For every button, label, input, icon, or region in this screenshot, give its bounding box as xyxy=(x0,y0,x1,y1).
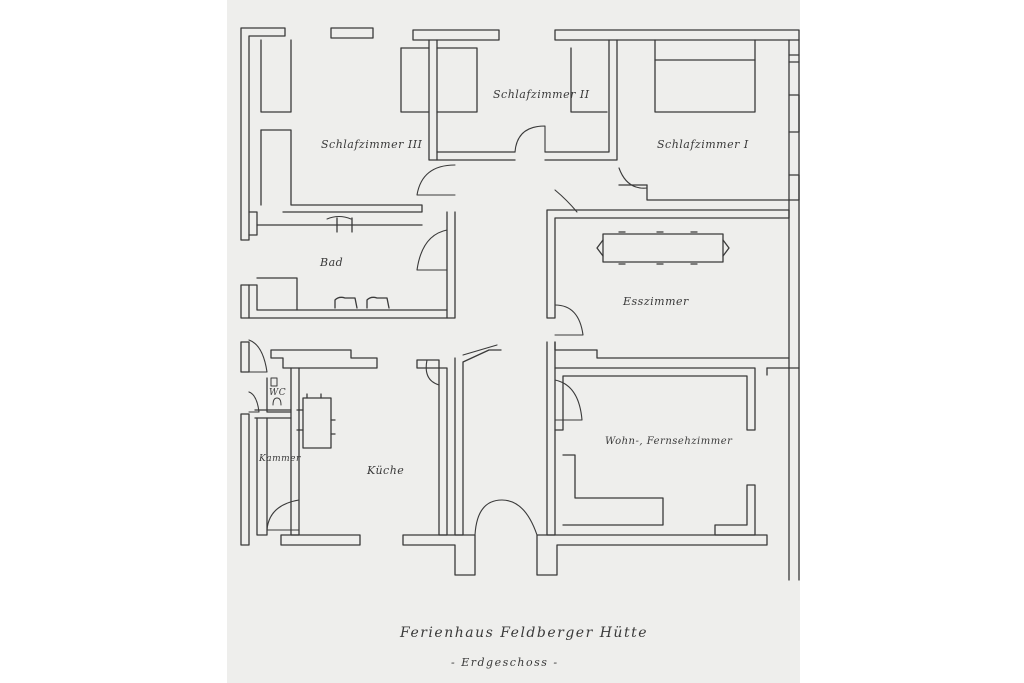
door-swings xyxy=(248,125,648,536)
interior-walls xyxy=(248,39,800,536)
room-label-wohnzimmer: Wohn-, Fernsehzimmer xyxy=(605,436,733,447)
room-label-schlafzimmer-2: Schlafzimmer II xyxy=(493,88,590,101)
room-label-schlafzimmer-3: Schlafzimmer III xyxy=(321,138,423,151)
room-label-schlafzimmer-1: Schlafzimmer I xyxy=(657,138,749,151)
floor-plan-drawing xyxy=(240,27,800,581)
room-label-kueche: Küche xyxy=(367,464,405,477)
plan-subtitle: - Erdgeschoss - xyxy=(451,656,559,669)
floor-plan-sheet: Schlafzimmer II Schlafzimmer III Schlafz… xyxy=(227,0,800,683)
room-label-esszimmer: Esszimmer xyxy=(623,295,689,308)
room-label-wc: WC xyxy=(269,388,287,398)
room-label-bad: Bad xyxy=(320,256,344,269)
plan-title: Ferienhaus Feldberger Hütte xyxy=(400,625,648,641)
room-label-kammer: Kammer xyxy=(259,454,301,464)
fixtures xyxy=(270,216,352,406)
outer-walls xyxy=(240,27,800,581)
